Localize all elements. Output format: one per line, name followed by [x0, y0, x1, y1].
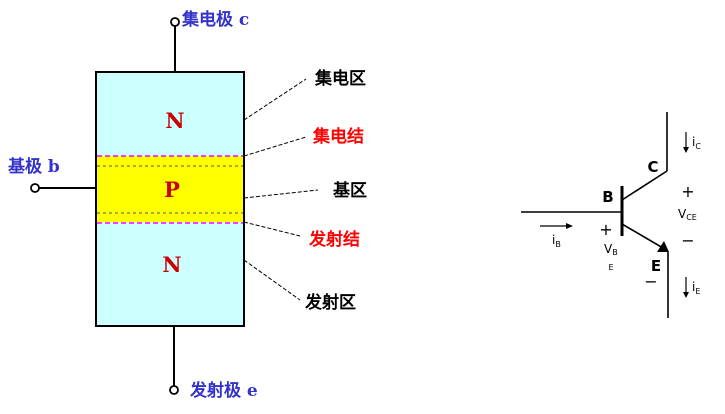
pin-label-c: C — [647, 158, 658, 176]
emitter-junction-label: 发射结 — [308, 229, 360, 250]
collector-diagonal — [621, 170, 668, 201]
collector-region-label: 集电区 — [314, 68, 366, 89]
emitter-region-label: 发射区 — [304, 292, 356, 313]
pin-label-e: E — [651, 257, 661, 275]
vbe-plus: + — [599, 220, 612, 239]
collector-region-callout — [243, 78, 307, 121]
emitter-terminal-label: 发射极 e — [189, 380, 258, 401]
base-p-region — [96, 156, 244, 222]
emitter-diagonal — [621, 223, 664, 249]
emitter-n-region — [96, 222, 244, 326]
ib-arrowhead — [566, 223, 573, 229]
collector-n-region — [96, 72, 244, 156]
vbe-sub-e: E — [608, 263, 613, 272]
emitter-region-callout — [243, 259, 301, 301]
vce-plus: + — [681, 182, 694, 201]
base-p-letter: P — [164, 177, 180, 202]
emitter-junction-callout — [243, 221, 301, 237]
vce-label: VCE — [678, 207, 697, 222]
device-outline — [95, 71, 245, 327]
emitter-n-letter: N — [162, 252, 181, 277]
base-terminal-label: 基极 b — [7, 156, 60, 177]
vbe-minus: − — [644, 272, 657, 291]
base-region-callout — [243, 189, 319, 199]
ib-label: iB — [552, 233, 561, 249]
collector-terminal — [170, 17, 180, 27]
transistor-structure: N P N 集电极 c 基极 b 发射极 e 集电区 集电结 基区 发射结 发射… — [7, 9, 367, 401]
ic-arrowhead — [683, 147, 689, 153]
circuit-symbol: C B E iC iB iE + VCE − + VB E − — [521, 112, 701, 318]
emitter-arrowhead — [657, 241, 669, 252]
ie-label: iE — [692, 280, 700, 296]
ie-arrowhead — [683, 292, 689, 298]
base-region-label: 基区 — [332, 180, 367, 201]
emitter-terminal — [169, 385, 179, 395]
vbe-label: VB — [604, 242, 618, 257]
pin-label-b: B — [602, 188, 613, 206]
collector-n-letter: N — [165, 108, 184, 133]
vce-minus: − — [681, 231, 694, 250]
collector-junction-label: 集电结 — [312, 126, 364, 147]
collector-terminal-label: 集电极 c — [181, 9, 249, 30]
collector-junction-callout — [243, 136, 307, 157]
base-terminal — [30, 183, 40, 193]
ic-label: iC — [692, 135, 701, 151]
